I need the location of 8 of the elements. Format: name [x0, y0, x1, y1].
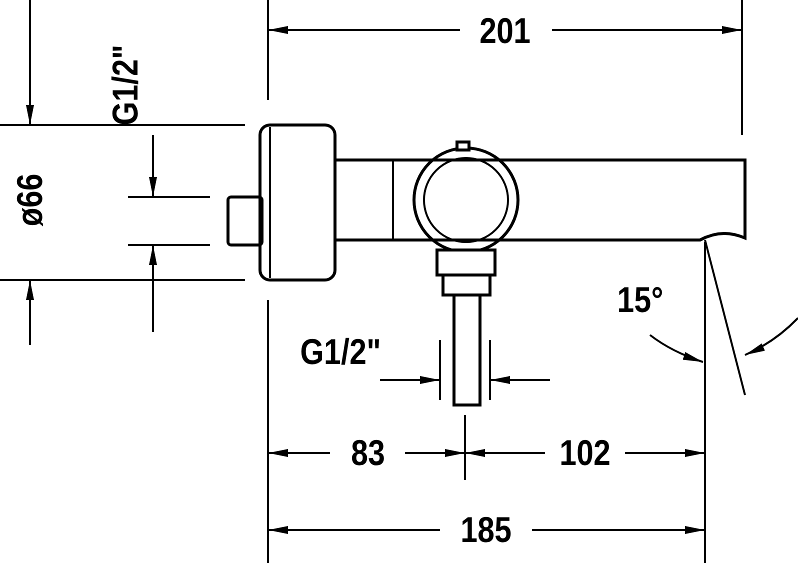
dimension-label: 83 [351, 435, 386, 471]
dimension-label: G1/2" [300, 334, 380, 370]
dimension-label: 185 [460, 512, 512, 548]
dimension-label: 201 [480, 13, 531, 49]
dimension-label: 15° [617, 282, 664, 318]
dimension-label: 102 [560, 435, 611, 471]
dimension-label: ø66 [12, 174, 48, 226]
dimension-label: G1/2" [107, 44, 144, 126]
